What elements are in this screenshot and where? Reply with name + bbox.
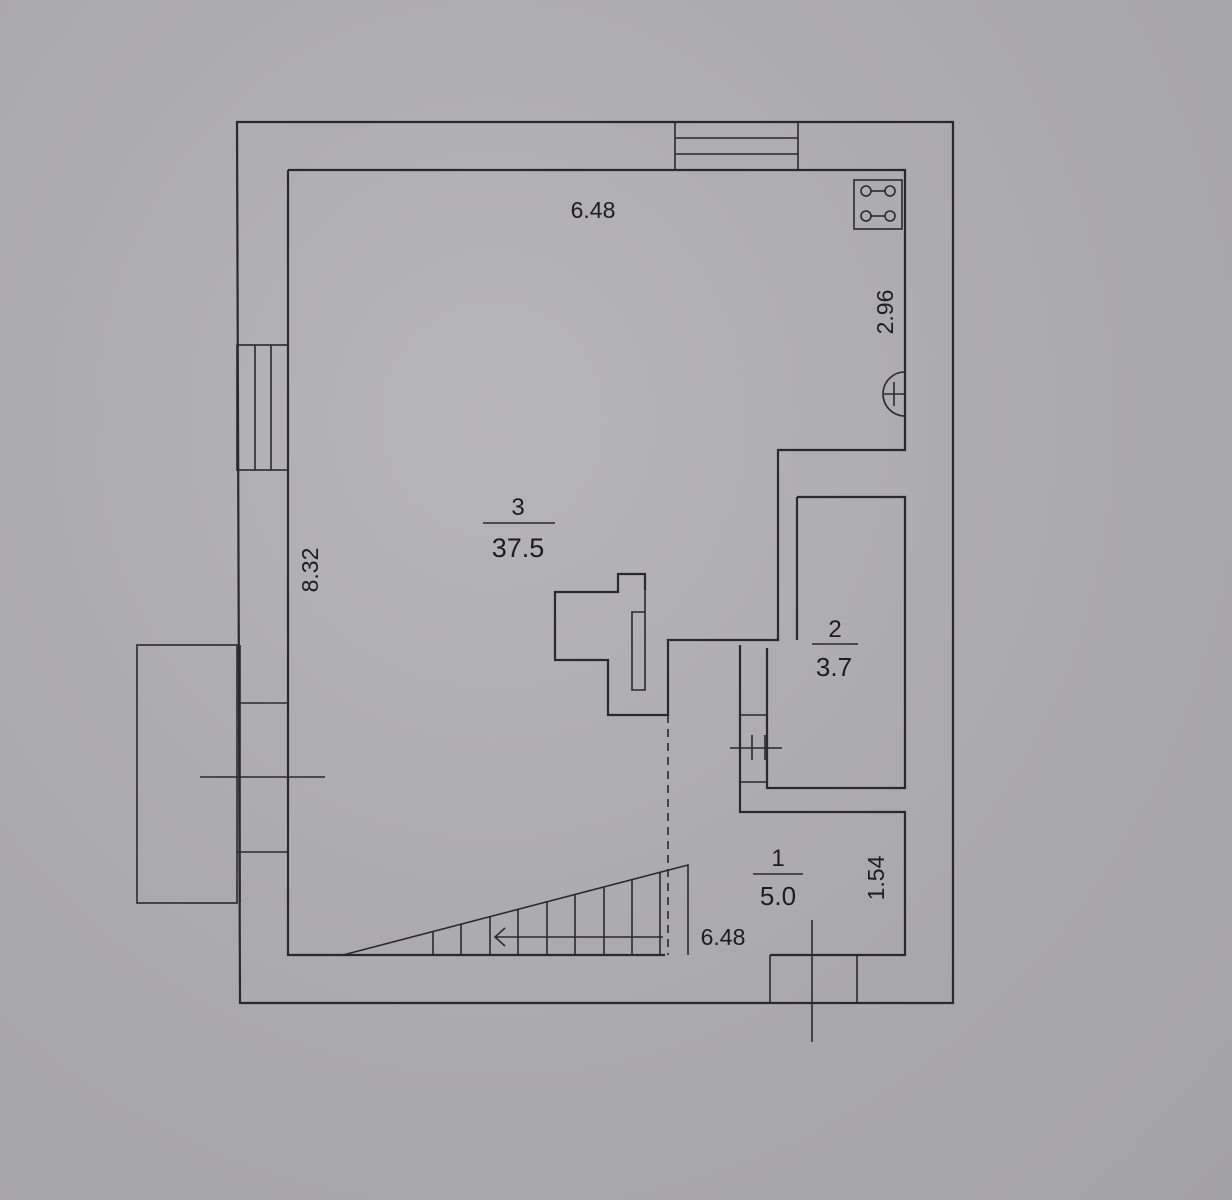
room-2-walls	[765, 495, 907, 790]
partition-stub	[631, 590, 646, 691]
dimension-right-upper: 2.96	[872, 290, 898, 335]
room-1-walls	[738, 645, 907, 957]
staircase	[342, 863, 689, 956]
porch	[136, 644, 325, 904]
room-3-area: 37.5	[492, 533, 545, 563]
dimension-bottom-width: 6.48	[701, 924, 746, 950]
outer-wall	[235, 120, 955, 1005]
stove-icon	[853, 179, 903, 230]
water-heater-icon	[882, 371, 906, 417]
room-2-area: 3.7	[816, 652, 852, 682]
dimension-right-lower: 1.54	[863, 855, 889, 900]
room-2-number: 2	[828, 616, 841, 643]
dimension-left-height: 8.32	[297, 548, 323, 593]
room-1-number: 1	[771, 845, 784, 872]
dimension-top-width: 6.48	[571, 197, 616, 223]
room-1-area: 5.0	[760, 881, 796, 911]
room-2-door	[730, 714, 782, 783]
inner-wall-left	[286, 170, 665, 957]
inner-wall-outline	[288, 168, 907, 717]
window-top	[674, 121, 799, 171]
window-left	[236, 344, 289, 471]
entrance-door	[769, 920, 858, 1042]
room-3-number: 3	[511, 494, 524, 521]
